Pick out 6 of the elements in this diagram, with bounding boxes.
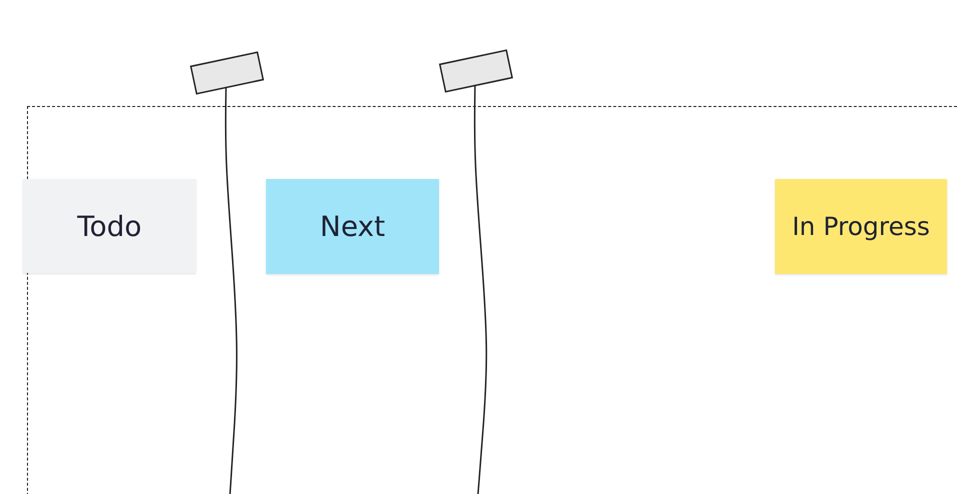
sticky-note — [23, 179, 196, 273]
note-text: In Progress — [792, 212, 930, 241]
sticky-note — [266, 179, 439, 274]
note-text: Next — [320, 210, 386, 243]
sticky-note — [775, 179, 947, 274]
note-text: Todo — [77, 210, 142, 242]
